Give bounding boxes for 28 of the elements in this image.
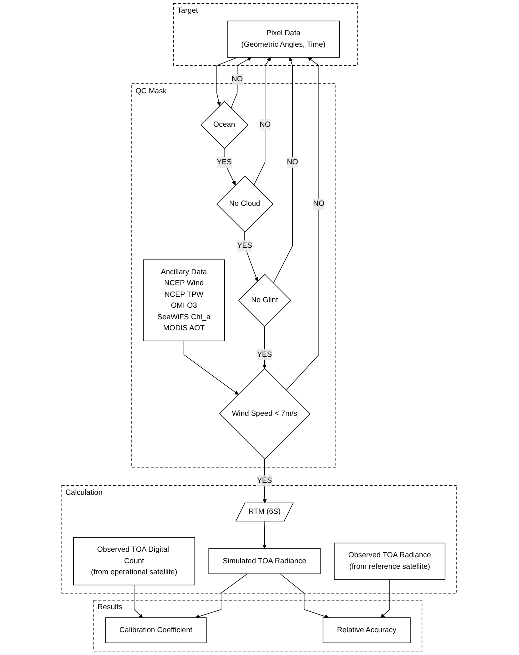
node-box — [143, 260, 226, 342]
cluster — [94, 600, 423, 652]
node-diamond — [200, 101, 249, 150]
node-box — [105, 618, 207, 644]
arrow — [134, 584, 144, 618]
node-diamond — [219, 368, 311, 460]
node-box — [227, 20, 340, 58]
arrow — [286, 57, 320, 391]
cluster — [173, 3, 358, 66]
node-box — [208, 548, 321, 574]
arrow — [216, 57, 238, 106]
arrow — [244, 232, 258, 282]
arrow — [231, 57, 252, 109]
node-diamond — [238, 274, 292, 328]
arrow — [254, 57, 272, 186]
arrow — [184, 340, 239, 396]
arrow — [195, 574, 248, 619]
node-box — [73, 537, 196, 586]
arrow — [262, 458, 267, 504]
arrow — [262, 521, 267, 550]
arrow — [280, 574, 330, 619]
cluster — [132, 84, 336, 468]
node-diamond — [216, 176, 274, 233]
arrow — [273, 57, 294, 284]
arrow — [380, 579, 390, 618]
cluster — [62, 485, 458, 594]
node-box — [322, 618, 411, 644]
node-box — [334, 542, 446, 580]
